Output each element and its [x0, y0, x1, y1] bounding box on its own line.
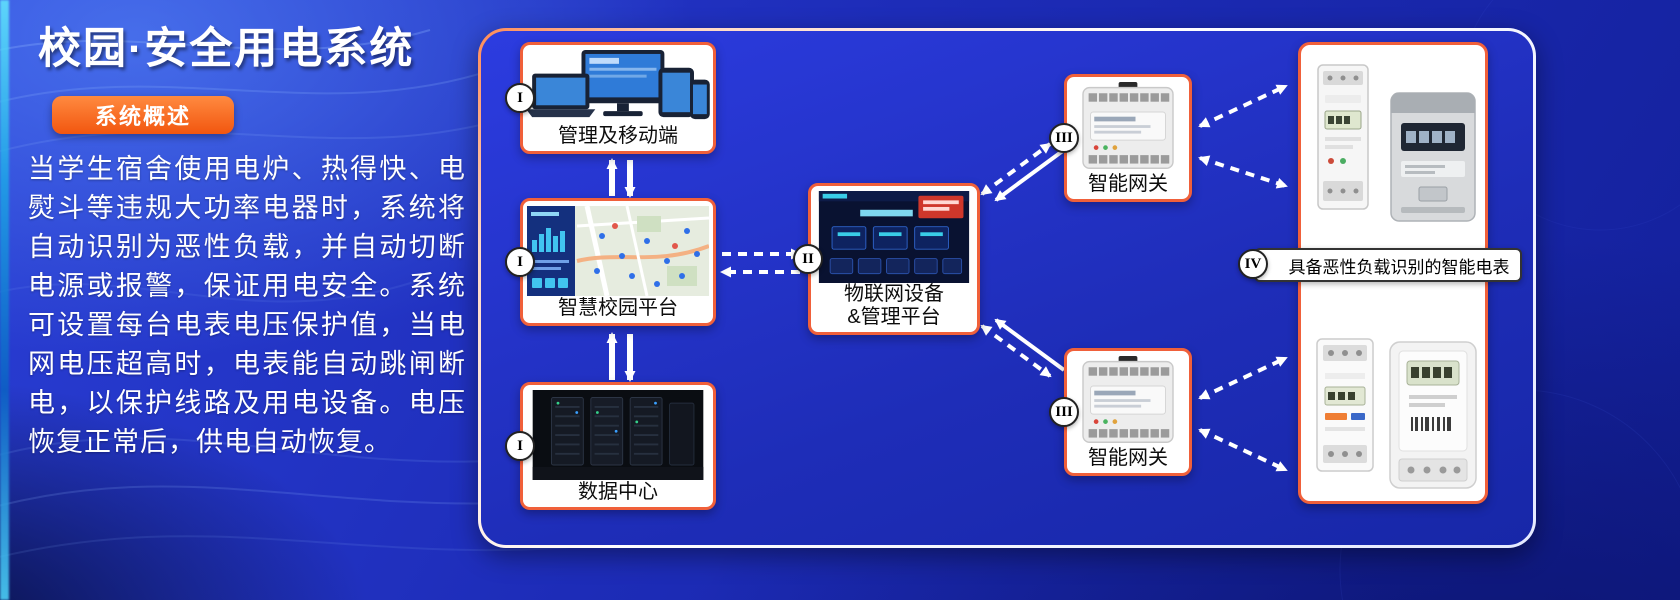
node-smart-gateway-bottom: 智能网关: [1064, 348, 1192, 476]
meters-label: 具备恶性负载识别的智能电表: [1254, 248, 1522, 282]
marker-ii-iot: II: [793, 244, 823, 274]
marker-i-campus: I: [505, 247, 535, 277]
node-management-mobile: 管理及移动端: [520, 42, 716, 154]
smart-meter-illustration-4: [1389, 341, 1477, 489]
node-smart-gateway-top: 智能网关: [1064, 74, 1192, 202]
meters-label-text: 具备恶性负载识别的智能电表: [1288, 257, 1510, 277]
overview-badge: 系统概述: [52, 96, 234, 134]
gateway-device-illustration: [1082, 82, 1174, 169]
smart-meter-illustration-2: [1390, 92, 1476, 222]
devices-illustration: [526, 50, 710, 120]
node-label: 管理及移动端: [558, 125, 678, 147]
node-label: 智能网关: [1088, 447, 1168, 469]
iot-platform-screenshot: [818, 191, 970, 283]
node-smart-campus-platform: 智慧校园平台: [520, 198, 716, 326]
node-data-center: 数据中心: [520, 382, 716, 510]
marker-iii-gateway-top: III: [1049, 123, 1079, 153]
marker-i-mgmt: I: [505, 83, 535, 113]
page-title: 校园·安全用电系统: [38, 25, 415, 73]
node-label: 智慧校园平台: [558, 297, 678, 319]
node-label-line1: 物联网设备: [844, 283, 944, 305]
smart-meter-illustration-1: [1317, 64, 1369, 210]
server-racks-illustration: [532, 390, 704, 480]
smart-meter-illustration-3: [1316, 338, 1374, 472]
node-label: 数据中心: [578, 481, 658, 503]
left-edge-glow: [0, 0, 9, 600]
marker-iv-meters: IV: [1238, 249, 1268, 279]
system-description: 当学生宿舍使用电炉、热得快、电熨斗等违规大功率电器时，系统将自动识别为恶性负载，…: [28, 154, 466, 457]
marker-iii-gateway-bottom: III: [1049, 397, 1079, 427]
marker-i-datacenter: I: [505, 431, 535, 461]
gateway-device-illustration: [1082, 356, 1174, 443]
campus-dashboard-illustration: [527, 206, 709, 296]
node-label-line2: &管理平台: [847, 306, 941, 328]
node-label: 智能网关: [1088, 173, 1168, 195]
node-iot-platform: 物联网设备 &管理平台: [808, 183, 980, 335]
